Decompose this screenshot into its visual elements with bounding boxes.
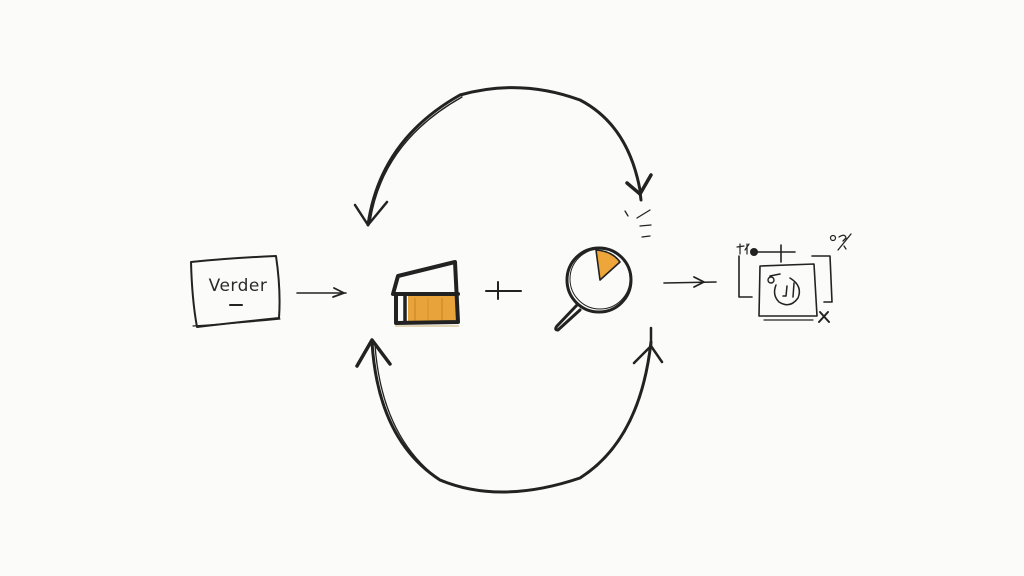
arrow-vendor-to-warehouse: [296, 287, 347, 298]
magnifier-pie-icon: [554, 246, 633, 332]
vendor-box: [190, 255, 281, 328]
dashboard-frames-icon: [736, 233, 852, 323]
spark-marks: [624, 209, 652, 238]
vendor-label: Verder: [208, 276, 268, 296]
arrow-analysis-to-output: [663, 276, 717, 288]
plus-operator: [485, 281, 522, 300]
bottom-arc-arrow: [355, 326, 664, 494]
warehouse-icon: [391, 260, 460, 327]
top-arc-arrow: [353, 86, 653, 227]
